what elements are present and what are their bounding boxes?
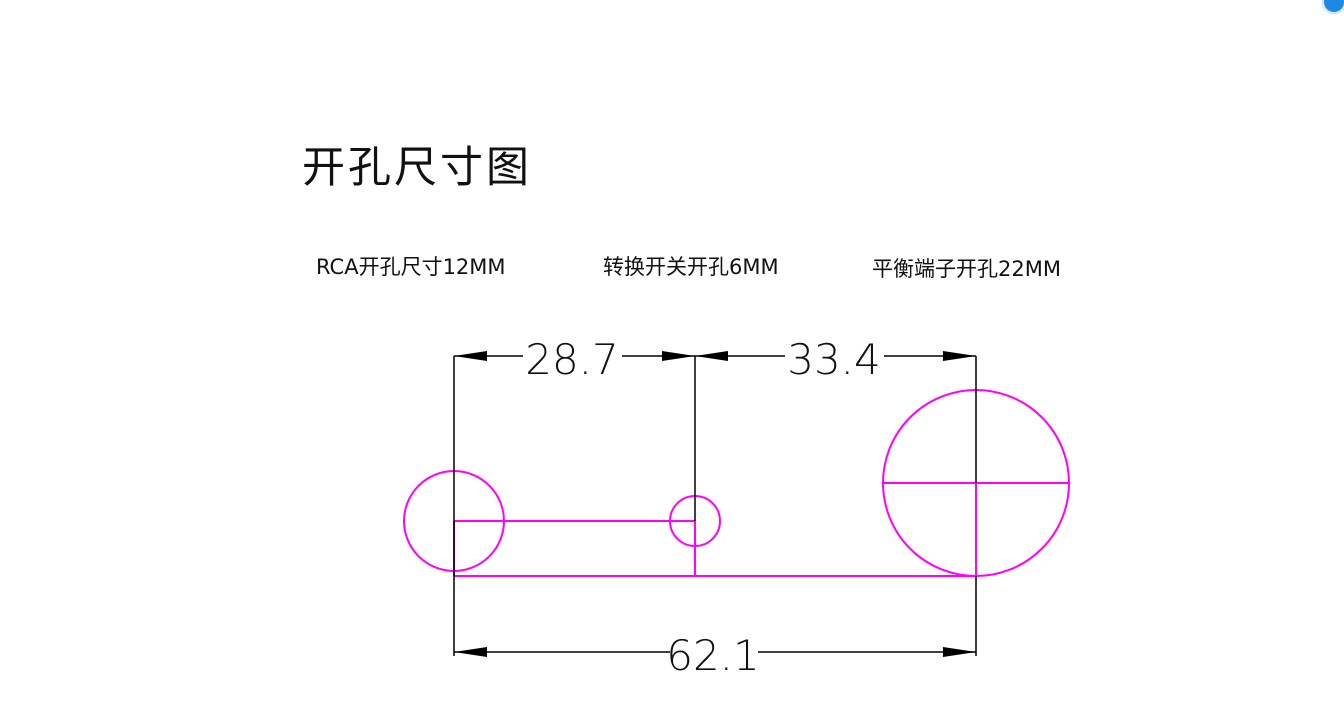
blue-circle-icon[interactable] (1322, 0, 1344, 14)
dimension-33-4-text: 33.4 (787, 335, 881, 384)
dimension-28-7-text: 28.7 (525, 335, 619, 384)
switch-hole-label: 转换开关开孔6MM (603, 255, 779, 279)
dimension-33-4-left-arrow (695, 351, 728, 361)
dimension-28-7-left-arrow (454, 351, 487, 361)
dimension-62-1-left-arrow (454, 647, 487, 657)
dimension-62-1-right-arrow (943, 647, 976, 657)
dimension-28-7-right-arrow (662, 351, 695, 361)
dimension-62-1-text: 62.1 (666, 631, 760, 680)
dimension-33-4-right-arrow (943, 351, 976, 361)
rca-hole-label: RCA开孔尺寸12MM (316, 255, 506, 279)
diagram-title: 开孔尺寸图 (302, 143, 532, 193)
balanced-terminal-hole-label: 平衡端子开孔22MM (872, 257, 1061, 281)
